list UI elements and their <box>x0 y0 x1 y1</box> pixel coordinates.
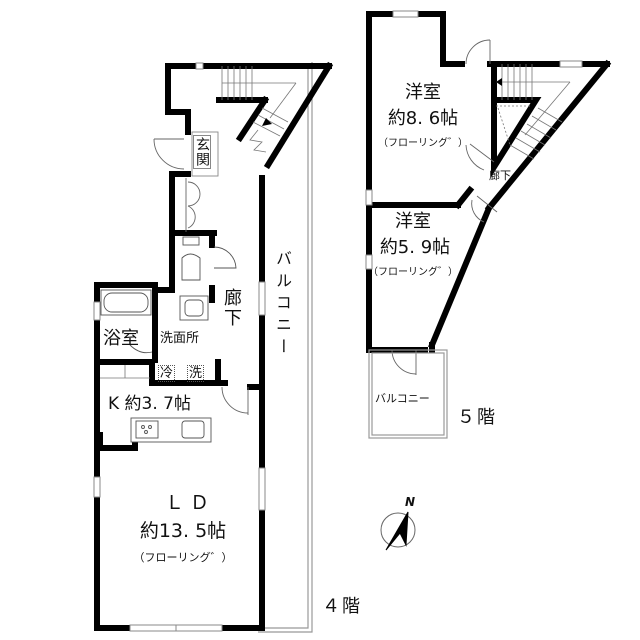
room2-name-label: 洋室 <box>395 211 431 232</box>
entrance-door <box>153 131 219 177</box>
north-arrow-icon <box>385 511 409 551</box>
hallway-label-4f: 廊下 <box>221 288 242 328</box>
compass-north-label: N <box>405 495 416 509</box>
fridge-label: 冷 <box>158 365 176 382</box>
ld-name-label: ＬＤ <box>164 492 215 514</box>
doors-5f <box>391 39 498 375</box>
stairs-4f <box>221 66 297 153</box>
balcony-5f-outline <box>368 349 448 439</box>
room2-floor-label: （フローリング゛） <box>368 267 458 278</box>
washer-label: 洗 <box>187 365 205 382</box>
ld-floor-label: （フローリング゛） <box>133 551 233 564</box>
walls-4f <box>94 61 334 631</box>
windows-4f <box>93 62 266 632</box>
windows-5f <box>365 10 583 270</box>
stair-arrow-icon <box>496 78 502 86</box>
kitchen-label: K 約3. 7帖 <box>108 394 191 414</box>
washbasin-fixture <box>179 295 209 321</box>
kitchen-counter <box>130 417 212 443</box>
stairs-5f <box>496 64 571 160</box>
floor-5-label: ５階 <box>457 407 497 428</box>
entrance-label: 玄関 <box>193 135 211 169</box>
closet-doors <box>185 178 201 232</box>
ld-size-label: 約13. 5帖 <box>139 520 227 542</box>
stair-arrow-icon <box>262 118 272 126</box>
room2-size-label: 約5. 9帖 <box>379 237 451 258</box>
floor-4-label: ４階 <box>322 596 362 617</box>
balcony-label-5f: バルコニー <box>375 392 430 405</box>
kitchen-shelf <box>100 365 150 379</box>
compass <box>380 511 416 551</box>
hall-door-4f <box>221 386 249 415</box>
walls-5f <box>366 11 612 353</box>
balcony-4f-outline <box>258 62 313 633</box>
room1-name-label: 洋室 <box>405 82 441 103</box>
toilet-fixture <box>181 236 237 281</box>
room1-size-label: 約8. 6帖 <box>387 108 459 129</box>
bathtub-fixture <box>100 289 153 354</box>
balcony-label-4f: バルコニー <box>273 250 292 360</box>
washroom-label: 洗面所 <box>160 331 200 346</box>
hallway-label-5f: 廊下 <box>489 169 511 182</box>
room1-floor-label: （フローリング゛） <box>378 138 468 149</box>
bathroom-label: 浴室 <box>103 328 139 349</box>
